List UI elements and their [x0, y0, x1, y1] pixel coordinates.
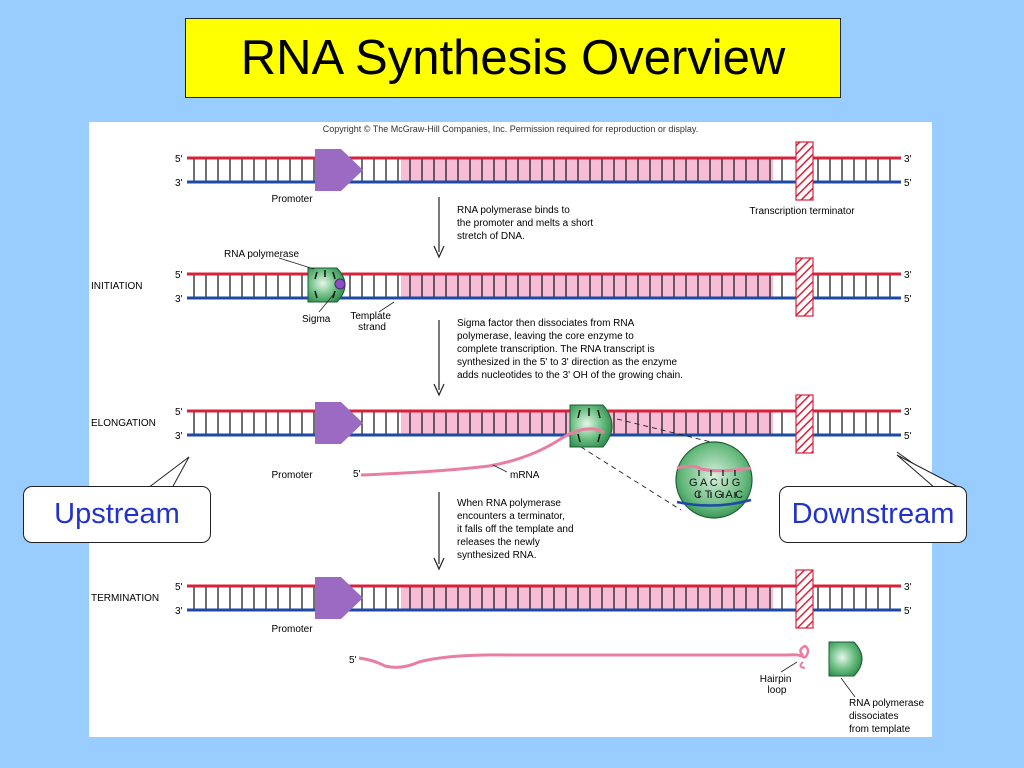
rna-polymerase-label: RNA polymerase	[224, 249, 299, 260]
row-termination-right-top-end: 3'	[904, 582, 912, 593]
dissociates-label: RNA polymerase dissociates from template	[849, 698, 927, 735]
mrna-leader	[492, 464, 508, 473]
row-initiation-left-top-end: 5'	[175, 270, 183, 281]
stage-label-elongation: ELONGATION	[91, 418, 156, 429]
row-promoter-only-right-bottom-end: 5'	[904, 178, 912, 189]
step-arrowhead-1	[433, 245, 445, 259]
rna-polymerase-initiation	[307, 267, 346, 303]
slide-title: RNA Synthesis Overview	[240, 31, 786, 85]
rna-polymerase-elongation	[569, 404, 613, 448]
row-promoter-only-terminator	[795, 141, 814, 201]
step-arrowhead-2	[433, 383, 445, 397]
row-initiation-gene-region	[401, 274, 773, 298]
hairpin-leader	[780, 661, 798, 673]
promoter-label-2: Promoter	[271, 470, 313, 481]
mrna-five-prime-label: 5'	[353, 469, 361, 480]
upstream-label: Upstream	[54, 498, 180, 530]
zoom-circle: G A C U G C T G A C	[675, 441, 753, 519]
upstream-callout-pointer	[152, 456, 190, 488]
hairpin-loop	[799, 644, 810, 669]
template-leader	[378, 301, 395, 313]
row-termination-left-top-end: 5'	[175, 582, 183, 593]
row-elongation-right-bottom-end: 5'	[904, 431, 912, 442]
diagram-panel: Copyright © The McGraw-Hill Companies, I…	[89, 122, 932, 737]
hairpin-label: Hairpin loop	[760, 674, 794, 696]
sigma-leader	[318, 293, 335, 313]
downstream-callout-pointer	[896, 451, 932, 478]
row-initiation-terminator	[795, 257, 814, 317]
zoom-bases-bottom: C T G A C	[694, 489, 743, 501]
row-termination-left-bottom-end: 3'	[175, 606, 183, 617]
downstream-callout: Downstream	[779, 486, 967, 543]
step-arrowhead-3	[433, 557, 445, 571]
row-promoter-only-promoter-arrow	[315, 149, 363, 191]
row-elongation-terminator	[795, 394, 814, 454]
title-box: RNA Synthesis Overview	[185, 18, 841, 98]
dissociates-leader	[840, 677, 856, 698]
promoter-label-1: Promoter	[271, 194, 313, 205]
row-promoter-only-gene-region	[401, 158, 773, 182]
row-promoter-only-left-bottom-end: 3'	[175, 178, 183, 189]
mrna-label: mRNA	[510, 470, 540, 481]
step-text-3: When RNA polymerase encounters a termina…	[457, 498, 576, 561]
promoter-label-3: Promoter	[271, 624, 313, 635]
step-text-2: Sigma factor then dissociates from RNA p…	[457, 318, 683, 381]
step-text-1: RNA polymerase binds to the promoter and…	[457, 205, 596, 242]
copyright-notice: Copyright © The McGraw-Hill Companies, I…	[322, 124, 699, 134]
row-promoter-only-left-top-end: 5'	[175, 154, 183, 165]
stage-label-initiation: INITIATION	[91, 281, 142, 292]
row-termination-gene-region	[401, 586, 773, 610]
zoom-line-lower	[580, 446, 682, 511]
row-elongation-right-top-end: 3'	[904, 407, 912, 418]
released-mrna-five-prime: 5'	[349, 655, 357, 666]
row-elongation-promoter-arrow	[315, 402, 363, 444]
upstream-callout: Upstream	[23, 486, 211, 543]
row-elongation-left-bottom-end: 3'	[175, 431, 183, 442]
row-termination-terminator	[795, 569, 814, 629]
downstream-label: Downstream	[791, 498, 955, 530]
terminator-label: Transcription terminator	[749, 206, 855, 217]
sigma-factor	[334, 278, 346, 290]
row-termination-promoter-arrow	[315, 577, 363, 619]
released-mrna	[358, 653, 807, 669]
released-rna-polymerase	[828, 641, 863, 677]
row-initiation-right-bottom-end: 5'	[904, 294, 912, 305]
sigma-label: Sigma	[302, 314, 331, 325]
zoom-line-upper	[616, 418, 712, 443]
template-strand-label: Template strand	[350, 311, 393, 333]
row-initiation-right-top-end: 3'	[904, 270, 912, 281]
stage-label-termination: TERMINATION	[91, 593, 159, 604]
rna-polymerase-leader	[278, 257, 315, 270]
row-promoter-only-right-top-end: 3'	[904, 154, 912, 165]
row-initiation-left-bottom-end: 3'	[175, 294, 183, 305]
row-elongation-left-top-end: 5'	[175, 407, 183, 418]
mrna-elongation	[360, 427, 606, 477]
transcription-diagram: 5' 3' 3' 5' 5' 3' 3' 5' INITIATION 5' 3' 3' 5' ELONGA…	[91, 141, 932, 735]
row-termination-right-bottom-end: 5'	[904, 606, 912, 617]
zoom-bases-top: G A C U G	[689, 477, 740, 489]
